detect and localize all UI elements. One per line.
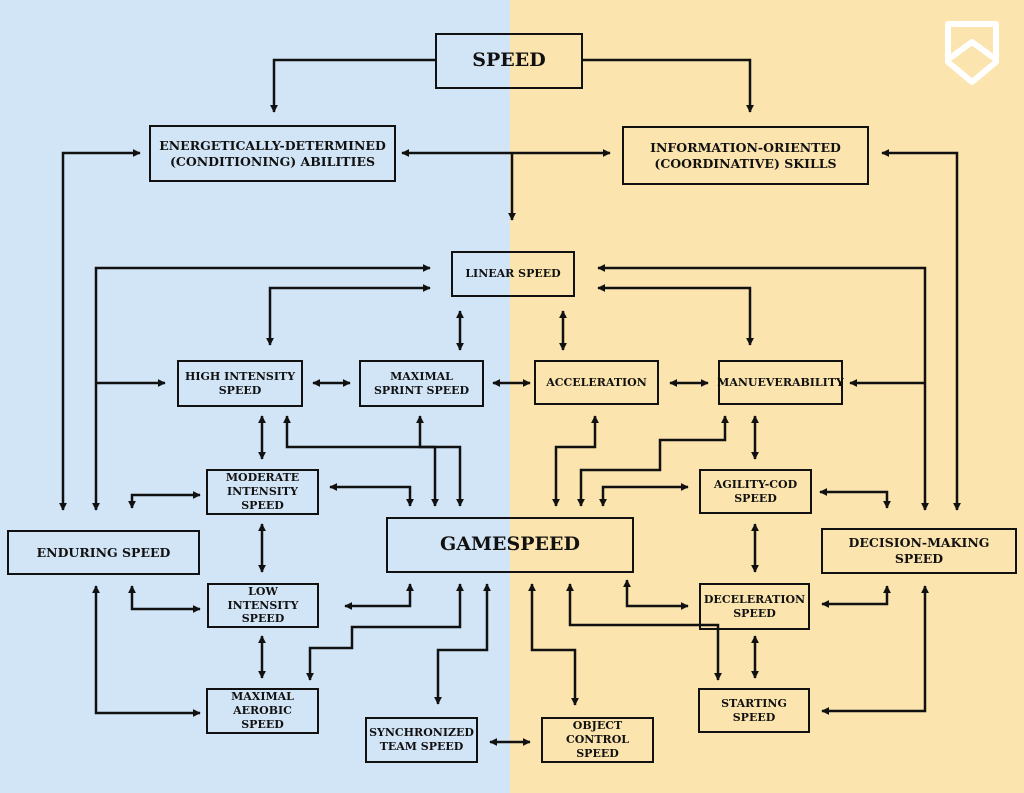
node-synchronized-team-speed: SYNCHRONIZED TEAM SPEED	[365, 717, 478, 763]
node-starting-speed: STARTING SPEED	[698, 688, 810, 733]
node-manueverability: MANUEVERABILITY	[717, 360, 844, 405]
node-moderate-intensity-speed: MODERATE INTENSITY SPEED	[206, 469, 319, 515]
node-decision-making-speed: DECISION-MAKING SPEED	[821, 528, 1017, 574]
node-enduring-speed: ENDURING SPEED	[7, 530, 200, 575]
node-low-intensity-speed: LOW INTENSITY SPEED	[207, 583, 319, 628]
shield-logo-icon	[945, 21, 999, 85]
node-information-oriented: INFORMATION-ORIENTED (COORDINATIVE) SKIL…	[622, 126, 869, 185]
node-energetically-determined: ENERGETICALLY-DETERMINED (CONDITIONING) …	[149, 125, 396, 182]
node-gamespeed: GAMESPEED	[386, 517, 634, 573]
node-agility-cod-speed: AGILITY-COD SPEED	[699, 469, 812, 514]
node-high-intensity-speed: HIGH INTENSITY SPEED	[177, 360, 303, 407]
node-object-control-speed: OBJECT CONTROL SPEED	[541, 717, 654, 763]
node-acceleration: ACCELERATION	[534, 360, 659, 405]
node-maximal-sprint-speed: MAXIMAL SPRINT SPEED	[359, 360, 484, 407]
node-linear-speed: LINEAR SPEED	[451, 251, 575, 297]
node-deceleration-speed: DECELERATION SPEED	[699, 583, 810, 630]
node-maximal-aerobic-speed: MAXIMAL AEROBIC SPEED	[206, 688, 319, 734]
node-speed: SPEED	[435, 33, 583, 89]
